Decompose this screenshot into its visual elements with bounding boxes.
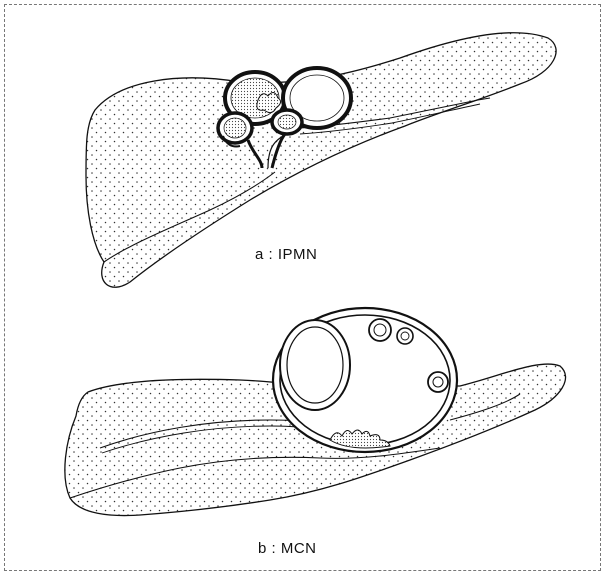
caption-ipmn-separator: :: [269, 246, 274, 263]
caption-mcn: b : MCN: [258, 540, 317, 557]
caption-ipmn-label: IPMN: [278, 246, 318, 263]
caption-mcn-label: MCN: [281, 540, 317, 557]
mcn-cystic-lesion: [273, 308, 457, 452]
caption-ipmn-letter: a: [255, 246, 264, 263]
caption-mcn-letter: b: [258, 540, 267, 557]
caption-mcn-separator: :: [272, 540, 277, 557]
caption-ipmn: a : IPMN: [255, 246, 317, 263]
